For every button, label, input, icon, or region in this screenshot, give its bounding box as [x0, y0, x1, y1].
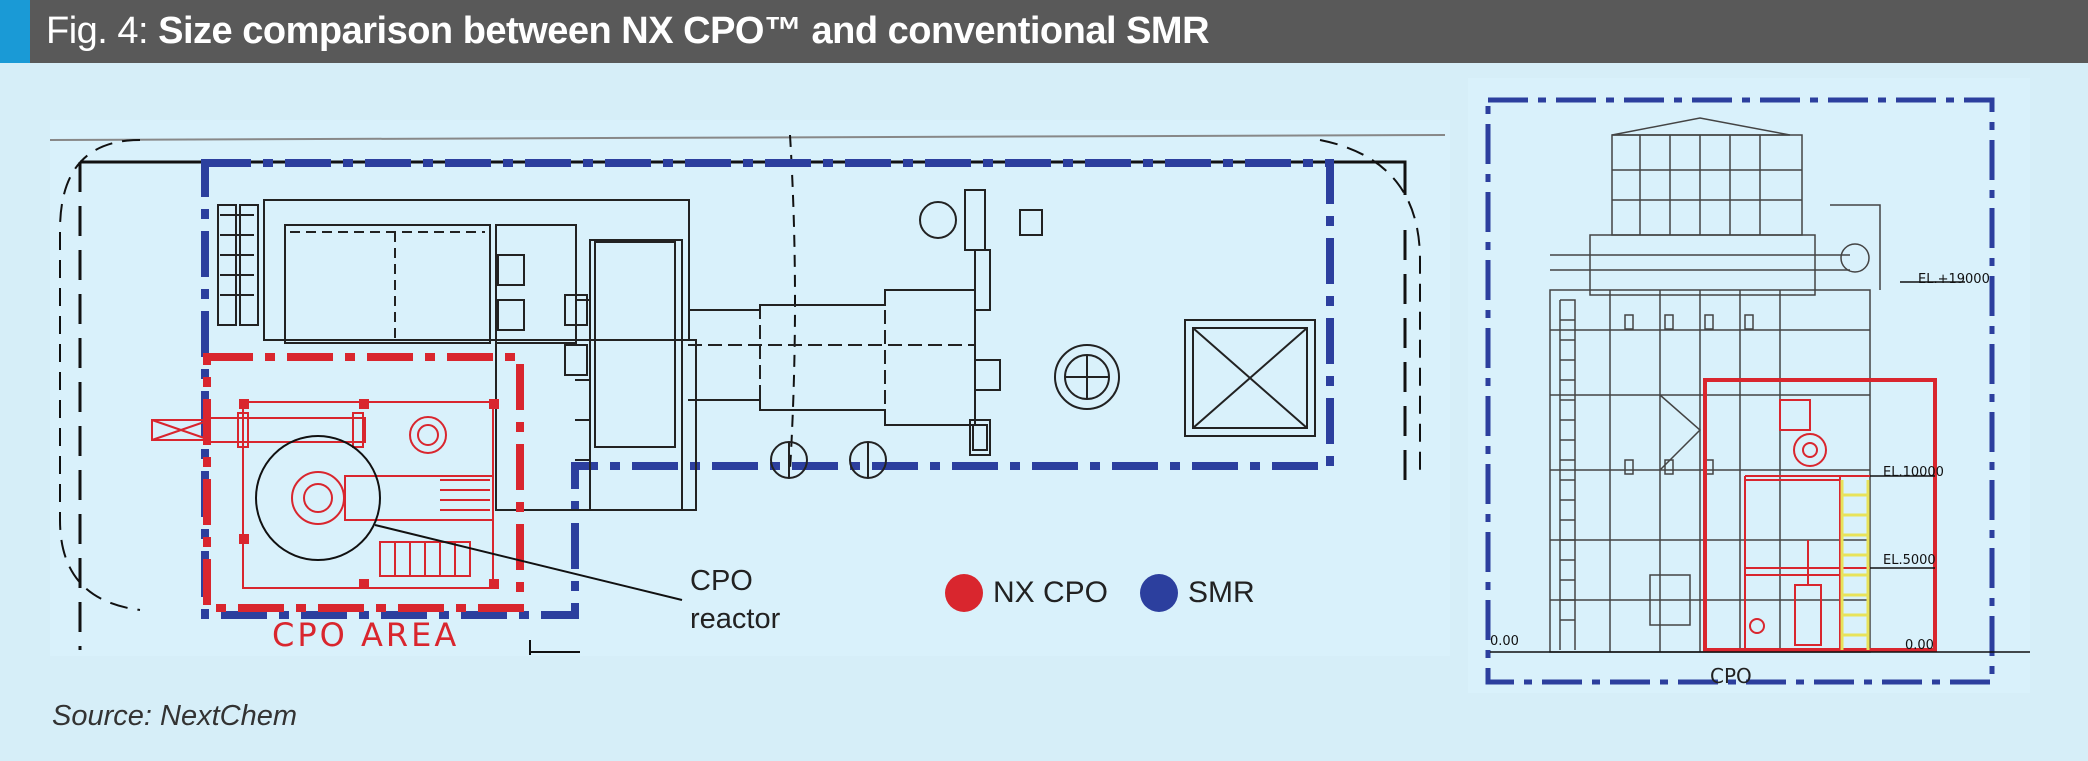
elevation-label-zero-left: 0.00 — [1490, 634, 1519, 649]
figure-header: Fig. 4: Size comparison between NX CPO™ … — [0, 0, 2088, 63]
cpo-ladder — [1840, 480, 1870, 650]
elevation-level-lines — [1490, 475, 2030, 653]
cpo-structure — [1744, 399, 1870, 650]
legend-swatch-blue — [1140, 574, 1178, 612]
smr-structure — [1549, 117, 1965, 653]
figure-title: Fig. 4: Size comparison between NX CPO™ … — [46, 8, 1210, 54]
callout-line-1: CPO — [690, 565, 753, 597]
legend-label-nx-cpo: NX CPO — [993, 576, 1109, 609]
cpo-reactor-label: CPO reactor — [690, 562, 830, 638]
elevation-label-10000: EL.10000 — [1883, 465, 1944, 480]
legend-item-smr: SMR — [1140, 574, 1255, 612]
cpo-equipment — [151, 399, 499, 589]
source-credit: Source: NextChem — [52, 700, 297, 732]
cpo-boundary — [203, 353, 524, 612]
smr-equipment — [217, 189, 1316, 511]
elevation-cpo-label: CPO — [1710, 664, 1752, 688]
elevation-label-19000: EL.+19000 — [1918, 272, 1990, 287]
header-accent-bar — [0, 0, 30, 63]
legend-item-nx-cpo: NX CPO — [945, 574, 1108, 612]
figure-number: Fig. 4: — [46, 10, 159, 52]
legend-swatch-red — [945, 574, 983, 612]
elevation-label-5000: EL.5000 — [1883, 553, 1936, 568]
figure-title-text: Size comparison between NX CPO™ and conv… — [158, 10, 1210, 52]
elevation-label-zero-right: 0.00 — [1905, 638, 1934, 653]
cpo-area-label: CPO AREA — [272, 616, 460, 654]
cpo-elevation-boundary — [1703, 378, 1937, 652]
smr-boundary — [201, 159, 1334, 619]
callout-line-2: reactor — [690, 603, 781, 635]
site-boundary — [49, 134, 1446, 655]
cpo-reactor-callout — [255, 435, 683, 601]
plan-view-panel — [50, 120, 1450, 656]
smr-elevation-boundary — [1485, 97, 1995, 685]
legend-label-smr: SMR — [1188, 576, 1255, 609]
